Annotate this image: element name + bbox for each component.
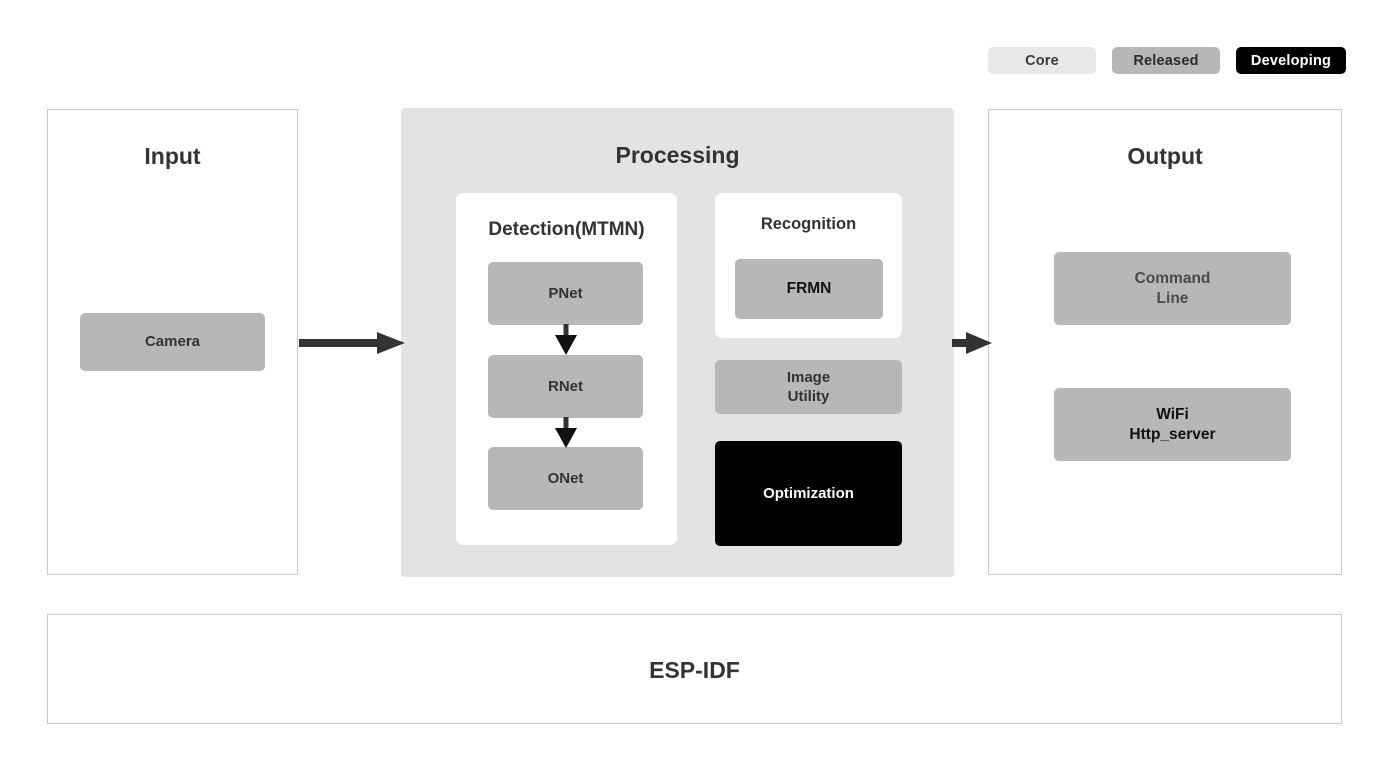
block-frmn-label: FRMN [786, 280, 832, 298]
block-wifi-http-server: WiFi Http_server [1054, 388, 1291, 461]
panel-output-title: Output [1127, 143, 1203, 169]
block-command-line-label-line1: Command [1134, 269, 1211, 287]
block-onet-label: ONet [547, 469, 584, 487]
legend-chip-core: Core [988, 47, 1096, 74]
block-optimization-label: Optimization [763, 484, 854, 502]
block-image-utility-label-line1: Image [786, 368, 831, 386]
block-pnet-label: PNet [548, 284, 583, 302]
block-camera-label: Camera [144, 333, 201, 351]
block-wifi-http-server-label-line1: WiFi [1156, 405, 1189, 423]
card-detection-title: Detection(MTMN) [488, 219, 645, 240]
panel-output: Output [988, 109, 1342, 575]
panel-esp-idf-title: ESP-IDF [649, 657, 740, 683]
block-image-utility-label-line2: Utility [787, 388, 830, 405]
legend-chip-core-label: Core [1025, 52, 1059, 69]
block-image-utility: Image Utility [715, 360, 902, 414]
status-legend: Core Released Developing [988, 47, 1346, 74]
legend-chip-released-label: Released [1133, 52, 1199, 69]
legend-chip-released: Released [1112, 47, 1220, 74]
block-command-line: Command Line [1054, 252, 1291, 325]
block-wifi-http-server-label-line2: Http_server [1129, 425, 1216, 443]
block-frmn: FRMN [735, 259, 883, 319]
arrow-processing-to-output-icon [952, 332, 992, 354]
block-onet: ONet [488, 447, 643, 510]
arrow-input-to-processing-icon [299, 332, 405, 354]
arrow-rnet-to-onet-icon [555, 417, 577, 448]
legend-chip-developing-label: Developing [1250, 52, 1332, 69]
block-rnet: RNet [488, 355, 643, 418]
arrow-pnet-to-rnet-icon [555, 324, 577, 355]
block-camera: Camera [80, 313, 265, 371]
legend-chip-developing: Developing [1236, 47, 1346, 74]
block-pnet: PNet [488, 262, 643, 325]
panel-input-title: Input [144, 143, 201, 169]
panel-esp-idf: ESP-IDF [47, 614, 1342, 724]
panel-processing-title: Processing [615, 142, 740, 168]
block-optimization: Optimization [715, 441, 902, 546]
block-rnet-label: RNet [547, 377, 583, 395]
block-command-line-label-line2: Line [1156, 289, 1189, 307]
card-recognition-title: Recognition [760, 215, 857, 233]
